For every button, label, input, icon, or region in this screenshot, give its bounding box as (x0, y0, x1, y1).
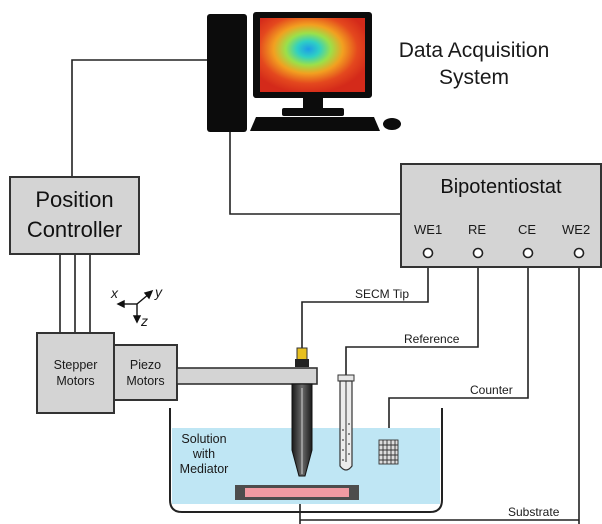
bipotentiostat-title: Bipotentiostat (440, 176, 562, 198)
keyboard (250, 117, 380, 131)
position-controller-line1: Position (35, 187, 114, 212)
axis-x-label: x (111, 285, 118, 301)
position-controller-line2: Controller (26, 217, 123, 242)
bipotentiostat-box (400, 163, 602, 268)
port-re-jack (472, 247, 484, 259)
port-ce-jack (522, 247, 534, 259)
positioning-arm (176, 367, 318, 385)
substrate-sample (245, 488, 349, 497)
stepper-motors-label: Stepper Motors (37, 357, 114, 389)
wire-ce-counter (388, 253, 529, 440)
stepper-motors-box (36, 332, 115, 414)
solution-line3: Mediator (179, 462, 229, 476)
daq-label: Data Acquisition System (382, 37, 566, 91)
port-ce-label: CE (518, 222, 537, 237)
axis-z-label: z (141, 313, 148, 329)
axes-indicator (116, 289, 154, 324)
solution-line2: with (192, 447, 216, 461)
wire-computer-bipotentiostat (229, 132, 401, 215)
monitor-screen (260, 18, 365, 92)
port-we1-jack (422, 247, 434, 259)
stepper-line1: Stepper (53, 358, 98, 372)
solution-line1: Solution (181, 432, 227, 446)
piezo-motors-box (113, 344, 178, 401)
wire-we1-tip (301, 253, 429, 348)
reference-label: Reference (404, 332, 460, 346)
piezo-line1: Piezo (129, 358, 162, 372)
computer-tower (207, 14, 247, 132)
port-we1-label: WE1 (414, 222, 443, 237)
wire-controller-computer (71, 59, 207, 177)
wires (59, 59, 580, 524)
wire-re-reference (345, 253, 479, 375)
axis-y-label: y (155, 284, 162, 300)
position-controller-label: Position Controller (10, 185, 139, 245)
port-we2-label: WE2 (562, 222, 591, 237)
piezo-line2: Motors (126, 374, 165, 388)
computer (207, 12, 401, 132)
substrate-label: Substrate (508, 505, 560, 519)
beaker (169, 408, 443, 513)
stepper-line2: Motors (56, 374, 95, 388)
secm-tip-label: SECM Tip (355, 287, 410, 301)
daq-label-line1: Data Acquisition (398, 39, 550, 62)
monitor-base (282, 108, 344, 116)
counter-label: Counter (470, 383, 513, 397)
mouse (383, 118, 401, 130)
daq-label-line2: System (438, 66, 509, 89)
monitor-neck (303, 98, 323, 110)
counter-electrode-mesh (378, 439, 399, 465)
position-controller-box (9, 176, 140, 255)
port-we2-jack (573, 247, 585, 259)
piezo-motors-label: Piezo Motors (114, 357, 177, 389)
port-re-label: RE (468, 222, 487, 237)
bipotentiostat-ports (422, 247, 585, 259)
reference-electrode (337, 374, 355, 471)
secm-tip (291, 347, 313, 477)
solution-label: Solution with Mediator (172, 432, 236, 477)
